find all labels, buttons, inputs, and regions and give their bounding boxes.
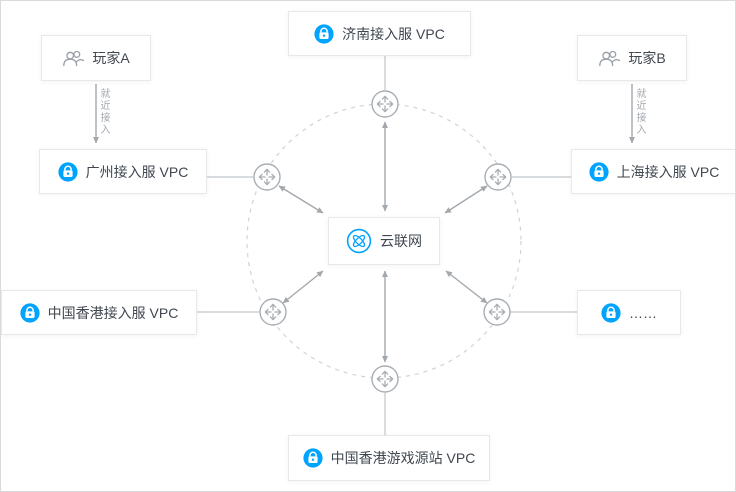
vpc-lock-icon — [20, 302, 40, 323]
node-shanghai-vpc: 上海接入服 VPC — [571, 149, 735, 194]
router-icon — [259, 298, 287, 326]
ccn-network-icon — [346, 228, 372, 254]
node-label: 玩家B — [628, 50, 666, 66]
arrow-upper-right-router-ccn — [444, 185, 488, 214]
node-label: 云联网 — [380, 233, 422, 249]
node-more-vpc: …… — [577, 290, 681, 335]
arrow-upper-left-router-ccn — [278, 185, 324, 214]
router-icon — [253, 163, 281, 191]
node-label: 中国香港接入服 VPC — [47, 304, 179, 321]
vpc-lock-icon — [601, 302, 621, 323]
router-icon — [371, 90, 399, 118]
users-icon — [599, 50, 621, 67]
node-label: …… — [629, 304, 657, 321]
vpc-lock-icon — [314, 23, 334, 44]
node-player-a: 玩家A — [41, 35, 151, 81]
router-icon — [484, 163, 512, 191]
node-player-b: 玩家B — [577, 35, 687, 81]
vpc-lock-icon — [303, 448, 323, 468]
vpc-lock-icon — [589, 161, 609, 182]
node-label: 广州接入服 VPC — [85, 163, 189, 180]
edge-label-nearby-access-left: 就近接入 — [98, 88, 109, 136]
node-hongkong-game-origin-vpc: 中国香港游戏源站 VPC — [288, 435, 490, 481]
arrow-lower-left-router-ccn — [282, 270, 324, 304]
arrow-lower-right-router-ccn — [445, 270, 488, 304]
node-label: 上海接入服 VPC — [616, 163, 720, 180]
node-hongkong-access-vpc: 中国香港接入服 VPC — [1, 290, 197, 335]
router-icon — [371, 365, 399, 393]
ccn-boundary-dashed-circle — [246, 103, 522, 379]
node-ccn-center: 云联网 — [328, 217, 440, 265]
node-label: 中国香港游戏源站 VPC — [330, 450, 476, 466]
node-label: 济南接入服 VPC — [342, 25, 445, 42]
vpc-lock-icon — [58, 161, 78, 182]
node-jinan-vpc: 济南接入服 VPC — [288, 11, 471, 56]
node-guangzhou-vpc: 广州接入服 VPC — [39, 149, 207, 194]
edge-label-nearby-access-right: 就近接入 — [634, 88, 645, 136]
router-icon — [483, 298, 511, 326]
node-label: 玩家A — [92, 50, 130, 66]
users-icon — [63, 50, 85, 67]
